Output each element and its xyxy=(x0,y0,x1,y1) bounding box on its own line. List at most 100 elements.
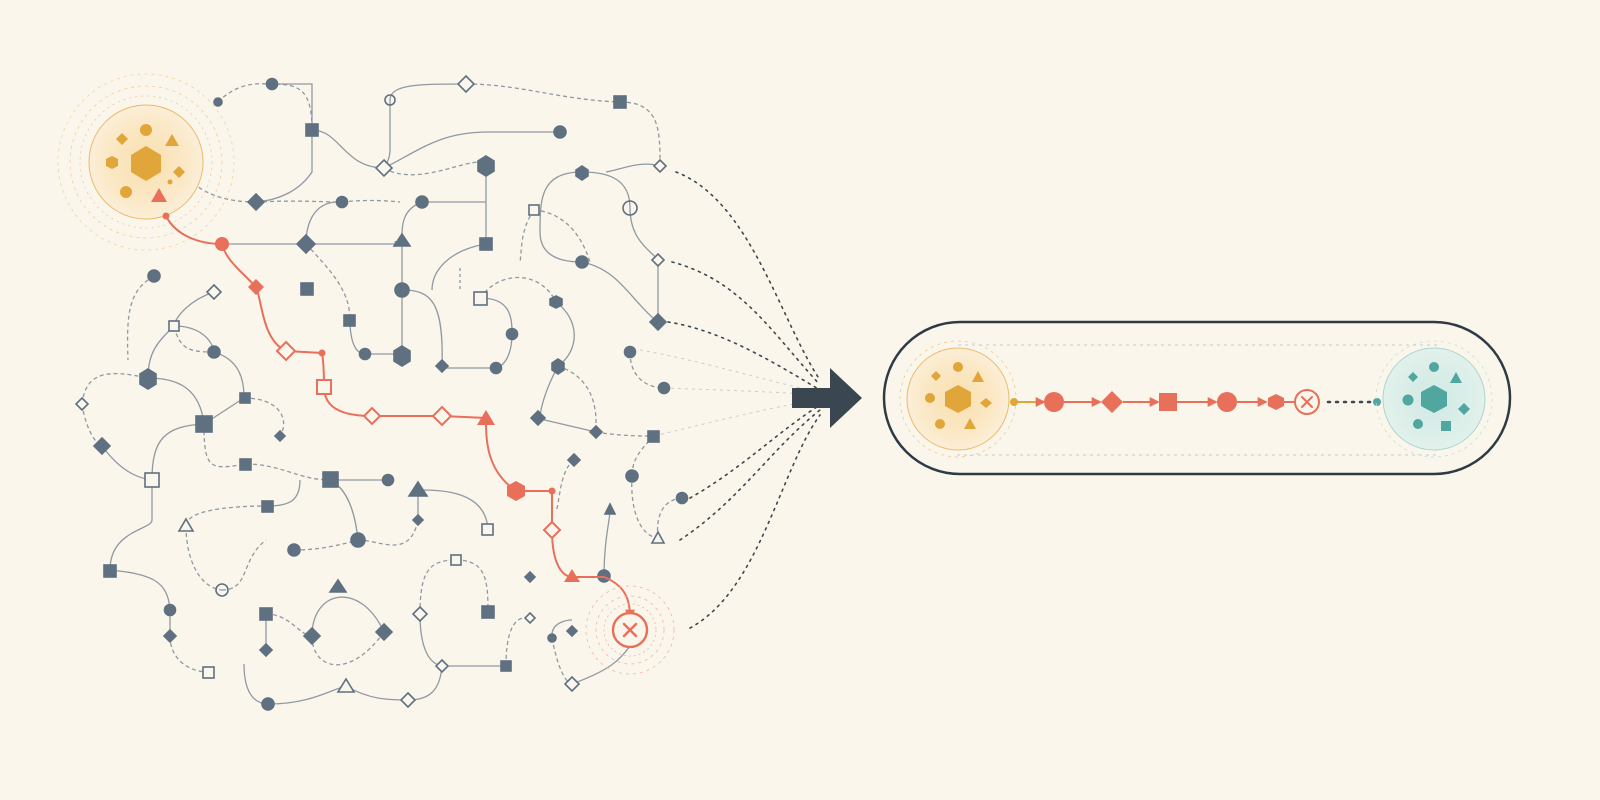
start-shape xyxy=(120,186,132,198)
maze-node xyxy=(392,232,412,247)
start-shape xyxy=(140,124,152,136)
path-node xyxy=(564,569,580,582)
maze-node xyxy=(650,252,666,268)
maze-node xyxy=(261,697,275,711)
maze-node xyxy=(374,622,394,642)
pipeline-step xyxy=(1268,394,1284,410)
maze-node xyxy=(139,368,157,390)
maze-node xyxy=(473,291,488,306)
start-cluster xyxy=(57,73,235,251)
maze-node xyxy=(258,642,274,658)
maze-node xyxy=(322,471,339,488)
maze-node xyxy=(381,473,395,487)
maze-node xyxy=(335,195,349,209)
maze-nodes xyxy=(74,74,689,711)
maze-node xyxy=(479,237,493,251)
maze-node xyxy=(652,158,668,174)
maze-node xyxy=(162,628,178,644)
maze-node xyxy=(295,233,317,255)
maze-node xyxy=(477,155,495,177)
path-node xyxy=(542,520,562,540)
maze-node xyxy=(302,626,322,646)
maze-node xyxy=(529,409,547,427)
path-node xyxy=(477,410,495,425)
maze-node xyxy=(394,282,410,298)
maze-node xyxy=(202,666,215,679)
maze-node xyxy=(411,605,429,623)
maze-node xyxy=(551,358,565,375)
maze-node xyxy=(549,295,563,309)
maze-node xyxy=(393,345,411,367)
maze-node xyxy=(273,429,287,443)
pipeline-step xyxy=(1101,391,1123,413)
maze-node xyxy=(434,658,450,674)
path-node xyxy=(215,237,229,251)
pipeline-source xyxy=(899,340,1017,458)
maze-node xyxy=(648,312,668,332)
pipeline-target xyxy=(1375,340,1493,458)
path-node xyxy=(318,349,326,357)
maze-node xyxy=(588,424,604,440)
path-node xyxy=(507,481,525,501)
maze-node xyxy=(261,500,274,513)
maze-node xyxy=(566,452,582,468)
path-node xyxy=(151,188,167,202)
maze-node xyxy=(657,381,671,395)
maze-node xyxy=(399,691,417,709)
maze-node xyxy=(336,677,356,693)
pipeline-pill xyxy=(882,320,1512,476)
start-shape xyxy=(165,134,179,146)
maze-node xyxy=(547,633,557,643)
maze-node xyxy=(177,517,195,532)
maze-node xyxy=(300,282,314,296)
maze-node xyxy=(103,564,117,578)
maze-node xyxy=(215,583,229,597)
path-node xyxy=(248,279,264,295)
maze-node xyxy=(523,611,537,625)
maze-node xyxy=(213,97,223,107)
maze-node xyxy=(481,605,495,619)
maze-node xyxy=(523,570,537,584)
maze-node xyxy=(565,624,579,638)
maze-node xyxy=(163,603,177,617)
maze-node xyxy=(328,578,348,593)
maze-node xyxy=(407,480,429,497)
arrow-right-icon xyxy=(792,368,862,428)
maze-node xyxy=(415,195,429,209)
maze-node xyxy=(647,430,660,443)
maze-node xyxy=(168,320,180,332)
maze-node xyxy=(287,543,301,557)
maze-node xyxy=(563,675,581,693)
maze-node xyxy=(343,314,356,327)
maze-node xyxy=(575,255,589,269)
maze-node xyxy=(434,358,450,374)
maze-node xyxy=(500,660,512,672)
path-node xyxy=(362,406,382,426)
maze-node xyxy=(246,192,266,212)
maze-node xyxy=(239,458,252,471)
maze-node xyxy=(650,530,666,544)
pipeline-step xyxy=(1217,392,1237,412)
maze-node xyxy=(147,269,161,283)
maze-node xyxy=(74,396,90,412)
maze-node xyxy=(259,607,273,621)
maze-node xyxy=(625,469,639,483)
start-shape xyxy=(131,146,161,181)
maze-node xyxy=(489,361,503,375)
maze-node xyxy=(528,204,540,216)
maze-node xyxy=(374,158,394,178)
pipeline-step xyxy=(1159,393,1177,411)
maze-node xyxy=(384,94,396,106)
start-shape xyxy=(106,156,118,169)
path-node xyxy=(316,379,332,395)
maze-node xyxy=(205,283,223,301)
maze-node xyxy=(623,345,637,359)
fan-in-lines xyxy=(667,171,821,629)
path-node xyxy=(431,405,453,427)
maze-node xyxy=(481,523,494,536)
pipeline-step xyxy=(1044,392,1064,412)
maze-node xyxy=(613,95,627,109)
path-node xyxy=(275,340,297,362)
maze-node xyxy=(622,200,638,216)
maze-node xyxy=(239,392,251,404)
